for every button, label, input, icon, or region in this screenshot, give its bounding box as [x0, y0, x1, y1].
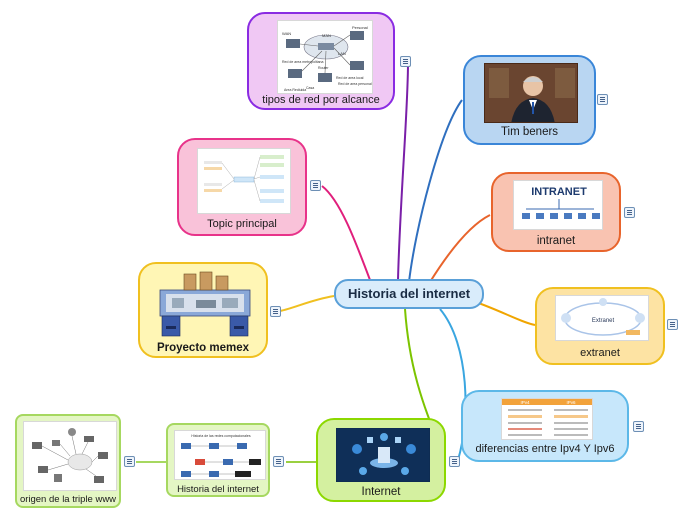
node-intranet[interactable]: INTRANET intranet — [491, 172, 621, 252]
svg-text:Historia de las redes computac: Historia de las redes computacionales — [191, 434, 250, 438]
svg-text:WAN: WAN — [282, 31, 291, 36]
history-timeline-icon: Historia de las redes computacionales — [181, 434, 261, 477]
note-icon[interactable] — [633, 421, 644, 432]
node-tim-beners[interactable]: Tim beners — [463, 55, 596, 145]
link-tipos — [397, 62, 409, 281]
link-topic — [321, 185, 371, 281]
internet-image — [336, 428, 430, 482]
www-origin-image — [23, 421, 117, 491]
node-internet[interactable]: Internet — [316, 418, 446, 502]
node-label: Topic principal — [207, 218, 277, 230]
note-icon[interactable] — [310, 180, 321, 191]
note-icon[interactable] — [400, 56, 411, 67]
node-label: origen de la triple www — [19, 494, 117, 505]
portrait-photo — [484, 63, 578, 123]
link-memex — [279, 295, 335, 312]
node-origen-triple-www[interactable]: origen de la triple www — [15, 414, 121, 508]
svg-text:Red de area personal: Red de area personal — [338, 82, 372, 86]
network-diagram-image: WAN MAN LAN Personal Red de area metropo… — [277, 20, 373, 94]
svg-text:IPv4: IPv4 — [520, 400, 530, 405]
link-intranet — [429, 214, 491, 283]
node-label: Internet — [361, 486, 401, 498]
node-ipv4-ipv6[interactable]: IPv4 IPv6 diferencias entre Ipv4 Y Ipv6 — [461, 390, 629, 462]
network-diagram-icon: WAN MAN LAN Personal Red de area metropo… — [282, 25, 372, 92]
person-photo-icon — [485, 64, 577, 122]
svg-text:Personal: Personal — [352, 25, 368, 30]
mindmap-thumbnail — [197, 148, 291, 214]
svg-text:INTRANET: INTRANET — [531, 186, 587, 198]
note-icon[interactable] — [624, 207, 635, 218]
intranet-diagram-icon: INTRANET — [522, 186, 600, 219]
node-label: extranet — [580, 347, 620, 359]
node-label: diferencias entre Ipv4 Y Ipv6 — [475, 443, 615, 455]
svg-text:Red de area local: Red de area local — [336, 76, 364, 80]
note-icon[interactable] — [273, 456, 284, 467]
www-network-icon — [32, 428, 108, 483]
memex-image — [158, 270, 252, 338]
ipv-comparison-image: IPv4 IPv6 — [501, 398, 593, 440]
note-icon[interactable] — [597, 94, 608, 105]
svg-text:Router: Router — [318, 66, 329, 70]
node-proyecto-memex[interactable]: Proyecto memex — [138, 262, 268, 358]
note-icon[interactable] — [449, 456, 460, 467]
node-label: Proyecto memex — [156, 342, 250, 354]
svg-text:LAN: LAN — [338, 51, 346, 56]
node-label: Historia del internet — [177, 484, 259, 495]
node-extranet[interactable]: Extranet extranet — [535, 287, 665, 365]
note-icon[interactable] — [667, 319, 678, 330]
intranet-image: INTRANET — [513, 180, 603, 230]
extranet-image: Extranet — [555, 295, 649, 341]
node-topic-principal[interactable]: Topic principal — [177, 138, 307, 236]
svg-text:Red de area metropolitana: Red de area metropolitana — [282, 60, 323, 64]
mindmap-preview-icon — [204, 155, 284, 203]
node-label: Tim beners — [500, 126, 559, 138]
node-label: intranet — [536, 235, 576, 247]
node-label: tipos de red por alcance — [262, 94, 380, 106]
node-tipos-de-red[interactable]: WAN MAN LAN Personal Red de area metropo… — [247, 12, 395, 110]
extranet-diagram-icon: Extranet — [561, 298, 645, 336]
svg-text:IPv6: IPv6 — [566, 400, 576, 405]
internet-globe-icon — [337, 429, 429, 481]
node-historia-del-internet[interactable]: Historia de las redes computacionales Hi… — [166, 423, 270, 497]
central-topic[interactable]: Historia del internet — [334, 279, 484, 309]
note-icon[interactable] — [124, 456, 135, 467]
svg-text:MAN: MAN — [322, 33, 331, 38]
memex-desk-icon — [159, 271, 251, 337]
history-diagram-image: Historia de las redes computacionales — [174, 430, 266, 480]
svg-text:Casa: Casa — [306, 86, 314, 90]
note-icon[interactable] — [270, 306, 281, 317]
svg-text:Extranet: Extranet — [592, 318, 615, 324]
svg-text:Area Rediuida: Area Rediuida — [284, 88, 306, 92]
ipv-table-icon: IPv4 IPv6 — [502, 399, 592, 436]
link-tim — [408, 99, 463, 283]
